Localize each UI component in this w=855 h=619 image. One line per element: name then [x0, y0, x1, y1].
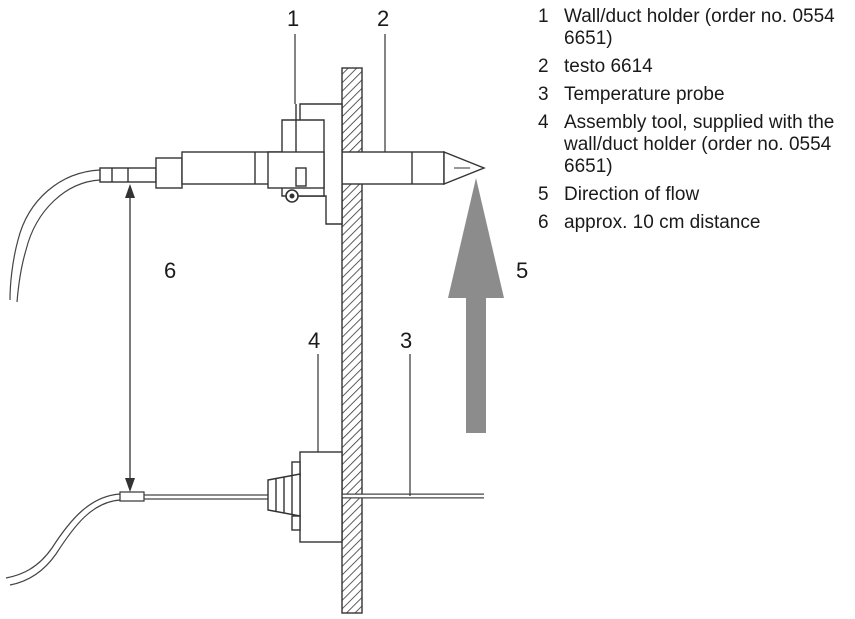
callout-6: 6 [164, 258, 176, 283]
callout-2: 2 [377, 6, 389, 31]
lower-cable [5, 493, 121, 579]
legend-number: 6 [538, 212, 549, 233]
legend-item: 3 Temperature probe [538, 84, 848, 106]
wall-duct-holder [267, 103, 343, 225]
callout-4: 4 [308, 328, 320, 353]
legend-text: Wall/duct holder (order no. 0554 6651) [564, 6, 835, 49]
upper-cable [9, 169, 101, 301]
legend-item: 2 testo 6614 [538, 56, 848, 78]
legend-text: Assembly tool, supplied with the wall/du… [564, 112, 835, 177]
legend-list: 1 Wall/duct holder (order no. 0554 6651)… [538, 6, 848, 240]
legend-number: 1 [538, 6, 549, 27]
distance-marker [125, 184, 135, 492]
assembly-tool [267, 451, 343, 543]
legend-text: testo 6614 [564, 56, 653, 77]
callout-3: 3 [400, 328, 412, 353]
legend-text: Direction of flow [564, 184, 700, 205]
legend-number: 2 [538, 56, 549, 77]
legend-text: approx. 10 cm distance [564, 212, 761, 233]
legend-text: Temperature probe [564, 84, 725, 105]
callout-5: 5 [516, 258, 528, 283]
legend-item: 1 Wall/duct holder (order no. 0554 6651) [538, 6, 848, 50]
legend-item: 6 approx. 10 cm distance [538, 212, 848, 234]
duct-wall [341, 67, 363, 614]
flow-direction-arrow [448, 178, 504, 433]
legend-item: 5 Direction of flow [538, 184, 848, 206]
legend-number: 4 [538, 112, 549, 133]
callout-1: 1 [287, 6, 299, 31]
legend-number: 5 [538, 184, 549, 205]
legend-item: 4 Assembly tool, supplied with the wall/… [538, 112, 848, 178]
legend-number: 3 [538, 84, 549, 105]
